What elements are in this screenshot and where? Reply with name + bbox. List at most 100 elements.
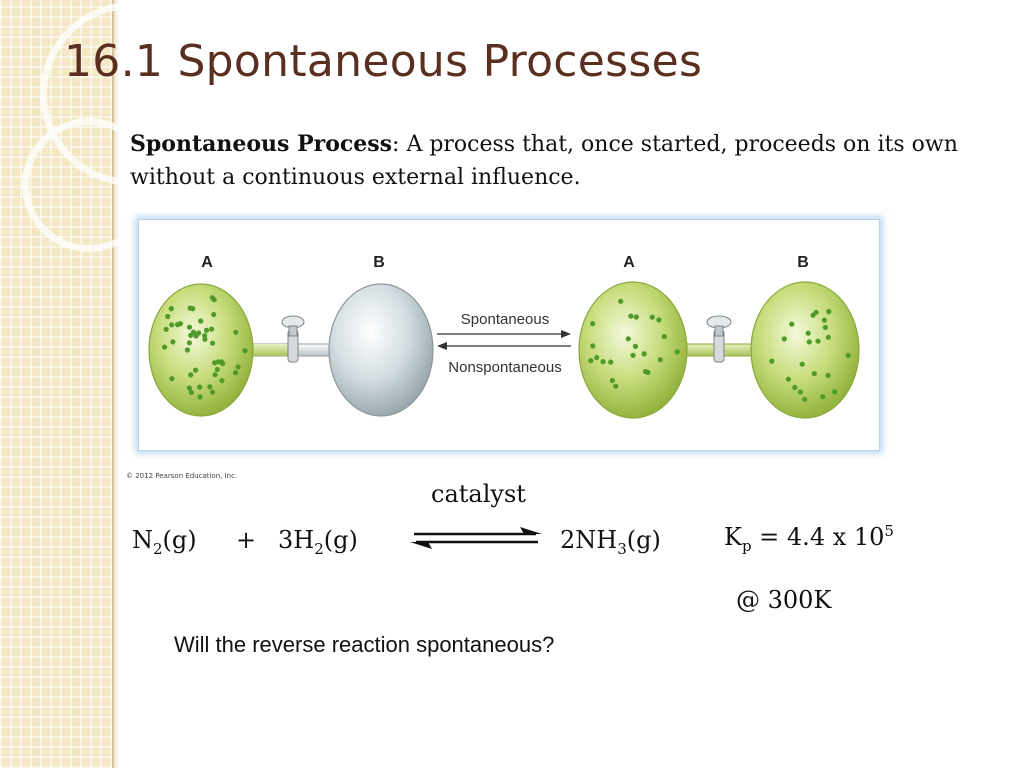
gas-molecule — [590, 343, 596, 349]
spontaneous-label: Spontaneous — [461, 311, 549, 328]
gas-molecule — [184, 347, 190, 353]
gas-molecule — [630, 352, 636, 358]
left-label-a: A — [201, 254, 213, 271]
gas-molecule — [169, 322, 175, 328]
gas-molecule — [165, 313, 171, 320]
right-bulb-b — [750, 281, 860, 419]
temperature-condition: @ 300K — [736, 586, 832, 614]
gas-molecule — [186, 385, 192, 391]
process-arrows: Spontaneous Nonspontaneous — [437, 311, 571, 376]
reactant-h2: 3H2(g) — [278, 526, 358, 558]
gas-molecule — [214, 366, 220, 373]
definition-term: Spontaneous Process — [130, 131, 393, 157]
gas-molecule — [193, 333, 199, 339]
gas-molecule — [219, 378, 225, 384]
reactant-n2: N2(g) — [132, 526, 197, 558]
diffusion-illustration: A B Spontaneous Nonspontaneous A B — [148, 254, 860, 419]
gas-molecule — [188, 389, 194, 396]
gas-molecule — [209, 389, 216, 395]
gas-molecule — [168, 306, 174, 312]
gas-molecule — [613, 383, 619, 389]
gas-molecule — [210, 340, 216, 346]
plus-sign: + — [236, 526, 257, 554]
gas-molecule — [203, 327, 210, 333]
gas-molecule — [211, 311, 217, 318]
definition-text: : A process that, once started, proceeds… — [130, 132, 958, 190]
gas-molecule — [211, 297, 217, 303]
gas-molecule — [174, 322, 181, 328]
gas-molecule — [811, 371, 817, 377]
copyright-notice: © 2012 Pearson Education, Inc. — [126, 472, 238, 480]
gas-molecule — [815, 338, 821, 344]
left-stopcock — [281, 315, 305, 363]
gas-molecule — [207, 384, 213, 390]
gas-molecule — [163, 326, 169, 332]
gas-molecule — [162, 344, 168, 350]
gas-molecule — [826, 308, 832, 315]
right-label-b: B — [797, 254, 809, 271]
gas-molecule — [625, 336, 631, 342]
gas-molecule — [825, 372, 831, 378]
gas-molecule — [594, 354, 600, 361]
gas-molecule — [170, 339, 176, 345]
gas-molecule — [202, 336, 208, 342]
question-text: Will the reverse reaction spontaneous? — [174, 632, 555, 657]
gas-molecule — [198, 318, 204, 324]
left-bulb-b-empty — [328, 283, 434, 417]
definition-paragraph: Spontaneous Process: A process that, onc… — [130, 128, 990, 194]
product-nh3: 2NH3(g) — [560, 526, 661, 558]
gas-molecule — [609, 377, 615, 384]
gas-molecule — [600, 359, 606, 365]
gas-molecule — [197, 384, 203, 390]
gas-molecule — [233, 370, 239, 376]
gas-molecule — [235, 364, 241, 370]
decorative-ring-bottom — [22, 118, 156, 252]
gas-molecule — [186, 340, 192, 346]
gas-molecule — [674, 349, 680, 355]
gas-molecule — [209, 326, 215, 332]
gas-molecule — [193, 367, 199, 373]
gas-molecule — [802, 396, 808, 402]
forward-arrowhead — [561, 330, 571, 338]
gas-molecule — [645, 369, 651, 376]
gas-molecule — [590, 321, 596, 327]
right-label-a: A — [623, 254, 635, 271]
gas-molecule — [632, 343, 638, 349]
gas-molecule — [769, 358, 775, 364]
equilibrium-arrows — [410, 527, 542, 549]
left-label-b: B — [373, 254, 385, 271]
gas-molecule — [215, 359, 221, 365]
gas-molecule — [657, 357, 663, 363]
gas-molecule — [781, 336, 787, 342]
gas-molecule — [188, 372, 194, 378]
gas-molecule — [810, 312, 816, 318]
right-bulb-a — [578, 281, 688, 419]
sidebar-shadow — [112, 0, 120, 768]
gas-molecule — [792, 384, 798, 390]
left-tube-green-section — [249, 344, 299, 356]
gas-molecule — [661, 334, 667, 340]
gas-molecule — [832, 389, 838, 395]
gas-molecule — [202, 333, 208, 339]
gas-molecule — [197, 394, 203, 400]
gas-molecule — [186, 324, 193, 330]
gas-molecule — [656, 317, 662, 323]
gas-molecule — [233, 329, 239, 335]
left-bulb-a — [148, 283, 254, 417]
gas-molecule — [169, 376, 175, 382]
gas-molecule — [785, 376, 792, 382]
diffusion-figure: A B Spontaneous Nonspontaneous A B — [138, 219, 880, 451]
gas-molecule — [825, 334, 832, 340]
gas-molecule — [242, 348, 248, 354]
gas-molecule — [649, 314, 655, 320]
gas-molecule — [806, 339, 812, 345]
kp-expression: Kp = 4.4 x 105 — [724, 522, 894, 555]
gas-molecule — [845, 352, 851, 359]
gas-molecule — [789, 321, 795, 327]
gas-molecule — [805, 330, 811, 336]
right-stopcock — [706, 315, 732, 363]
slide-title: 16.1 Spontaneous Processes — [64, 36, 703, 87]
left-bulb-a-gas-molecules — [162, 295, 248, 400]
gas-molecule — [821, 317, 828, 323]
gas-molecule — [820, 394, 826, 400]
